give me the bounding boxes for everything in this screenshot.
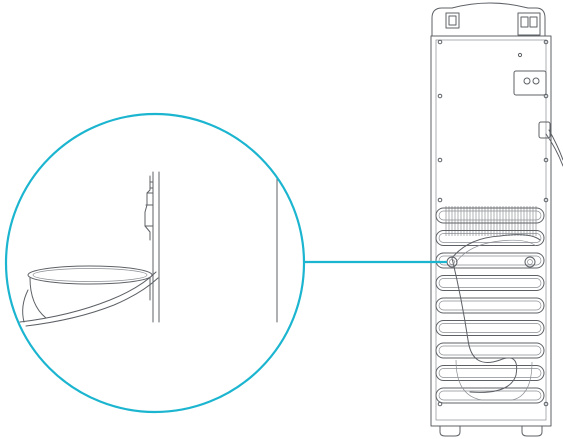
coil-loop [435,320,545,336]
coil-loop-inner [438,278,542,288]
dispenser-body [430,35,552,427]
coil-loop-inner [438,390,542,401]
power-cord-edge [548,129,563,161]
knob-left-icon [523,77,531,85]
coil-loop [435,252,545,269]
power-cord [545,133,563,167]
switch-left-inner [448,15,457,26]
magnifier-circle [4,112,306,414]
switch-panel-right [517,12,541,36]
tank-outline [455,359,533,401]
coil-loop [435,342,545,359]
basin-rim [27,265,153,285]
condenser-coils [435,207,545,404]
fitting-right-icon [524,256,536,268]
switch-right-b [529,16,538,28]
switch-left-icon [445,12,460,29]
foot-right [521,425,543,437]
basin-body [29,277,151,319]
coil-loop-inner [438,323,542,333]
switch-right-a [520,16,529,28]
power-socket [538,121,551,139]
coil-loop [435,365,545,381]
coil-loop-inner [438,210,542,221]
coil-loop [435,275,545,291]
drain-tube [451,234,541,393]
coil-loop-inner [438,255,542,266]
coil-loop-inner [438,368,542,378]
control-box [513,70,547,96]
condenser-fins [445,206,537,236]
dispenser-top-cap [431,2,546,37]
foot-left [439,425,461,437]
basin-hose [19,271,157,323]
dispenser-back-view [430,2,563,437]
coil-loop [435,387,545,404]
knob-right-icon [532,77,540,85]
pipe-fitting [144,175,151,241]
coil-loop [435,207,545,224]
coil-loop-inner [438,300,542,311]
dispenser-inner-panel [435,39,547,421]
coil-loop-inner [438,345,542,356]
coil-loop [435,230,545,246]
coil-loop [435,297,545,314]
magnified-detail [4,112,447,414]
